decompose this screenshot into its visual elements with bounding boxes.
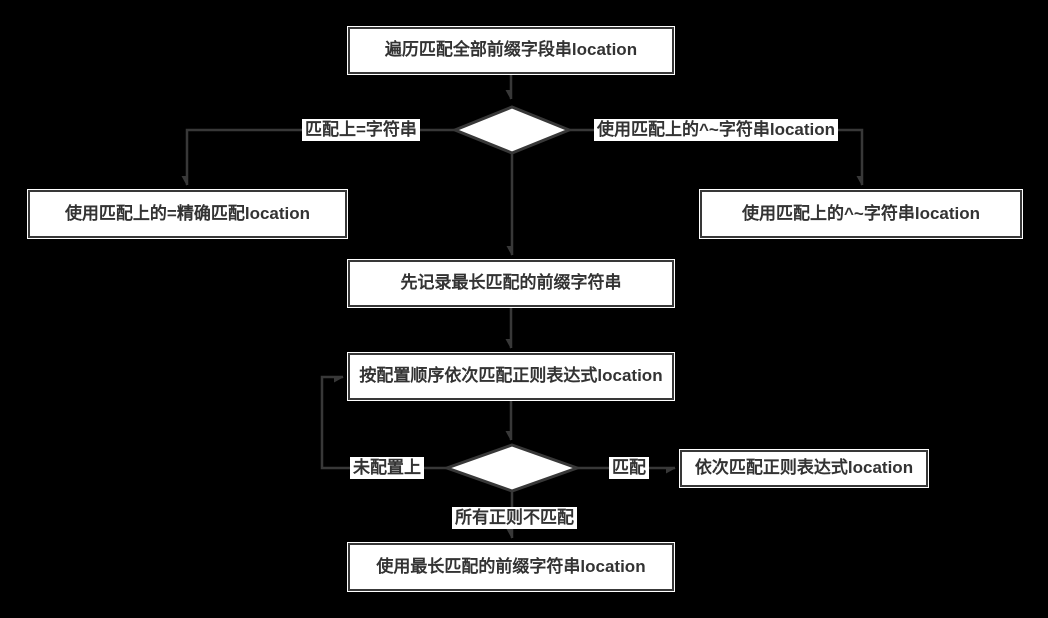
edge-label-matched: 匹配 — [609, 457, 649, 480]
decision-diamond-prefix — [450, 102, 574, 163]
node-record-longest-prefix: 先记录最长匹配的前缀字符串 — [347, 259, 675, 308]
decision-diamond-regex — [442, 440, 582, 501]
node-longest-prefix-result: 使用最长匹配的前缀字符串location — [347, 542, 675, 592]
node-exact-match-result: 使用匹配上的=精确匹配location — [27, 189, 348, 239]
edge-label-exact-match: 匹配上=字符串 — [302, 119, 420, 142]
node-regex-match-result: 依次匹配正则表达式location — [679, 449, 929, 488]
node-regex-match-loop: 按配置顺序依次匹配正则表达式location — [347, 352, 675, 401]
edge-label-caret-match: 使用匹配上的^~字符串location — [594, 119, 839, 142]
edge-label-not-configured: 未配置上 — [350, 457, 424, 480]
node-caret-prefix-result: 使用匹配上的^~字符串location — [699, 189, 1023, 239]
edge-label-no-regex-match: 所有正则不匹配 — [452, 507, 577, 530]
node-start: 遍历匹配全部前缀字段串location — [347, 26, 675, 75]
